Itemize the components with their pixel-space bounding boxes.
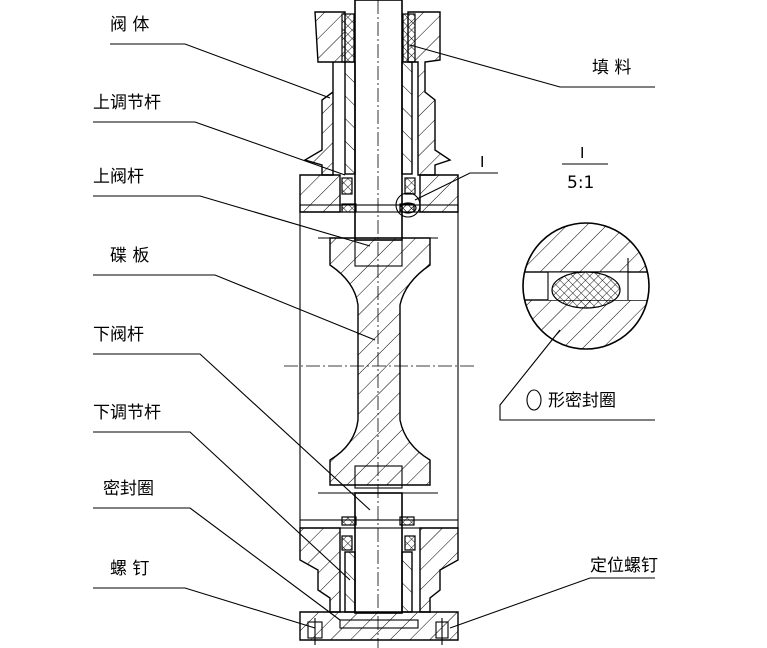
label-set-screw: 定位螺钉 [590, 556, 658, 576]
label-packing: 填 料 [592, 58, 631, 78]
lower-shaft [339, 492, 419, 629]
detail-view [522, 222, 650, 350]
label-valve-body: 阀 体 [110, 15, 149, 35]
labels: 阀 体 上调节杆 上阀杆 碟 板 下阀杆 下调节杆 密封圈 螺 钉 填 料 I … [93, 15, 658, 579]
label-butterfly-plate: 碟 板 [110, 246, 149, 266]
oring-symbol [526, 389, 542, 411]
bottom-screws [307, 618, 449, 645]
label-detail-scale: 5:1 [567, 173, 594, 193]
valve-body-lower [299, 519, 459, 641]
pipe-outline [284, 212, 474, 520]
label-oring: 形密封圈 [548, 391, 616, 411]
label-detail-mark: I [480, 153, 484, 171]
lower-packing [341, 516, 416, 551]
label-lower-valve-rod: 下阀杆 [93, 325, 144, 345]
label-upper-valve-rod: 上阀杆 [93, 167, 144, 187]
label-seal-ring: 密封圈 [103, 479, 154, 499]
valve-body-upper [303, 11, 452, 176]
detail-marker-circle [395, 192, 421, 218]
butterfly-plate [318, 237, 438, 494]
leader-lines [93, 43, 655, 629]
label-upper-adjust-rod: 上调节杆 [93, 93, 161, 113]
upper-flange [299, 174, 459, 213]
label-detail-title-mark: I [580, 144, 584, 162]
label-lower-adjust-rod: 下调节杆 [93, 403, 161, 423]
label-screw: 螺 钉 [110, 559, 149, 579]
